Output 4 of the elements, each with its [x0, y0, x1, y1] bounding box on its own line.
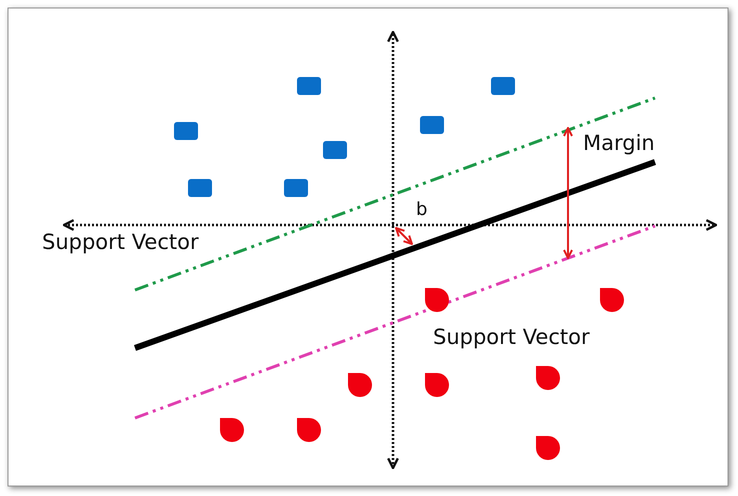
axis-label: Support Vector: [42, 232, 199, 253]
axis-label: Margin: [583, 133, 655, 154]
axis-label: Support Vector: [433, 327, 590, 348]
axis-label: b: [416, 201, 428, 219]
